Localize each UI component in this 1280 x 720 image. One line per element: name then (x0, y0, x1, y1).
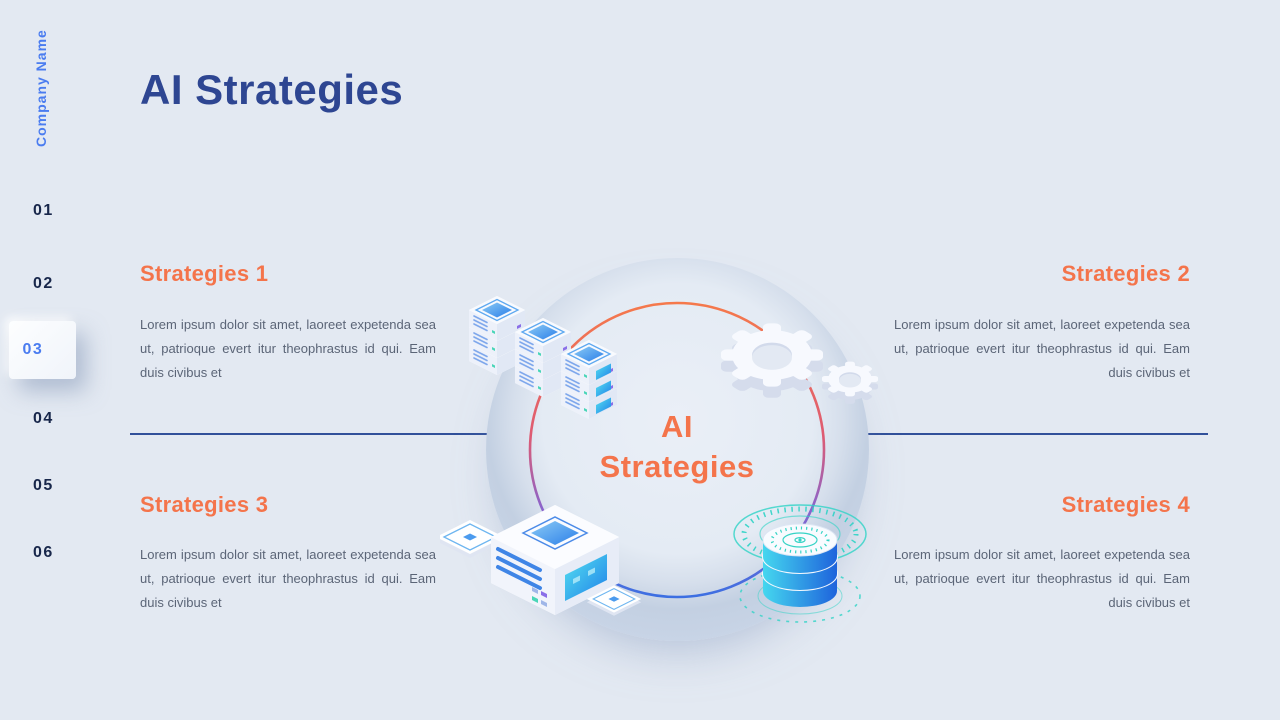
section-heading: Strategies 2 (1061, 261, 1190, 286)
nav-item-05[interactable]: 05 (33, 477, 54, 494)
section-heading: Strategies 4 (1061, 492, 1190, 517)
center-label: AI Strategies (547, 407, 807, 487)
center-label-line1: AI (661, 409, 693, 444)
database-radar-icon (733, 504, 867, 623)
gradient-ring (528, 301, 826, 599)
page-title: AI Strategies (140, 66, 404, 113)
nav-item-03[interactable]: 03 (22, 341, 44, 358)
nav-item-01[interactable]: 01 (33, 202, 54, 219)
nav-item-active-card[interactable]: 03 (9, 321, 76, 379)
nav-item-06[interactable]: 06 (33, 544, 54, 561)
section-heading: Strategies 1 (140, 261, 269, 286)
company-name-label: Company Name (33, 29, 49, 147)
center-label-line2: Strategies (599, 449, 755, 484)
nav-item-02[interactable]: 02 (33, 275, 54, 292)
server-stack-icon (468, 295, 618, 420)
section-body: Lorem ipsum dolor sit amet, laoreet expe… (894, 547, 1190, 610)
section-body: Lorem ipsum dolor sit amet, laoreet expe… (140, 317, 436, 380)
nav-item-04[interactable]: 04 (33, 410, 54, 427)
section-heading: Strategies 3 (140, 492, 269, 517)
mini-computer-icon (440, 505, 642, 617)
gears-icon (721, 323, 879, 404)
section-body: Lorem ipsum dolor sit amet, laoreet expe… (894, 317, 1190, 380)
section-body: Lorem ipsum dolor sit amet, laoreet expe… (140, 547, 436, 610)
